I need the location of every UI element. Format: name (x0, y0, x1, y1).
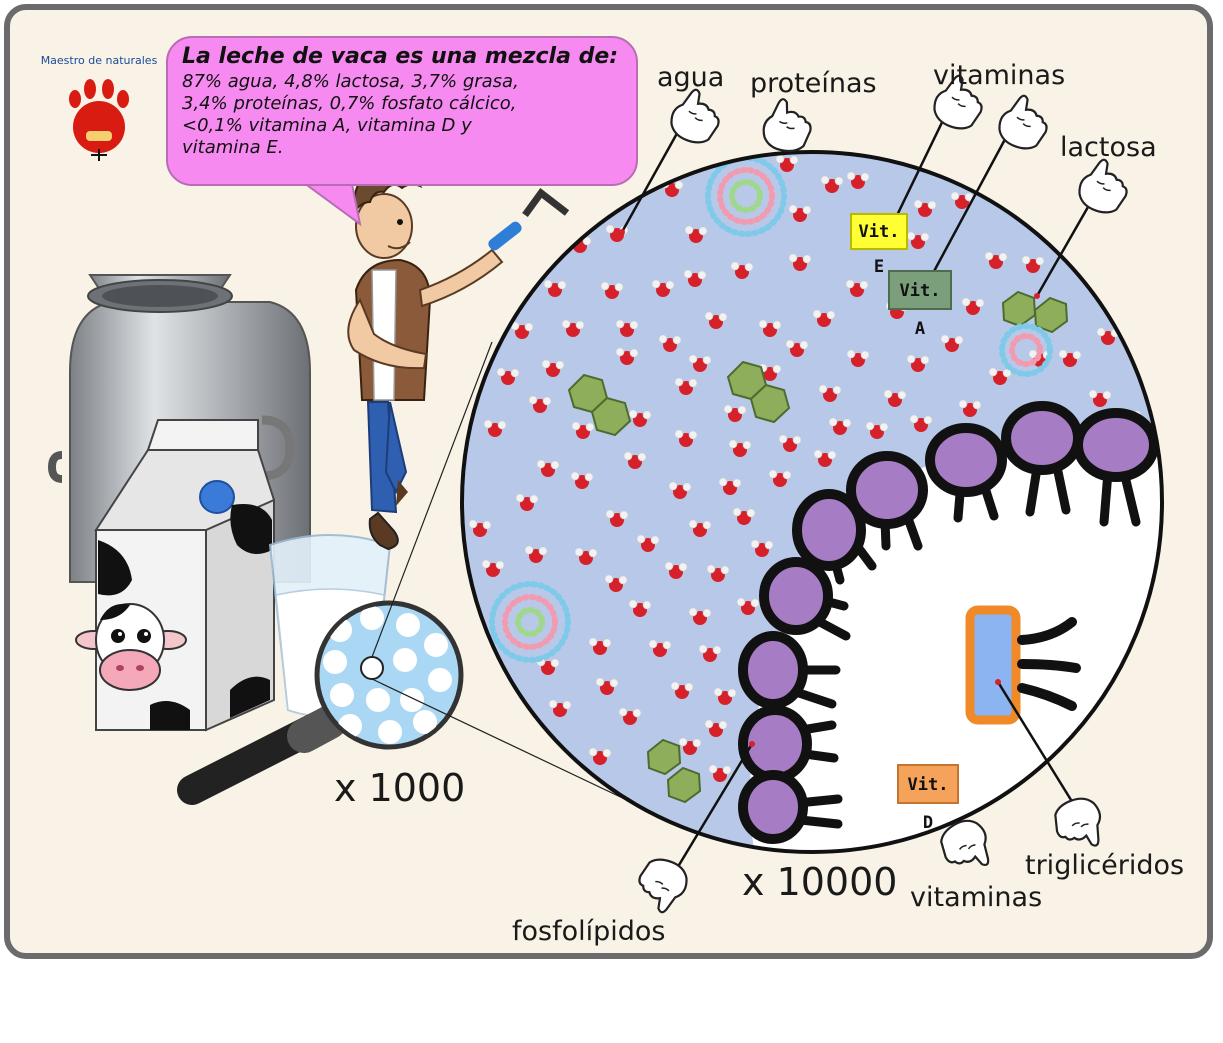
lactose-molecules (567, 290, 1069, 804)
label-proteinas: proteínas (750, 68, 877, 99)
pointer-lines (620, 109, 1094, 871)
boy-character (347, 167, 570, 551)
label-vitaminas-bottom: vitaminas (910, 882, 1043, 913)
phospholipid-layer (738, 401, 1159, 844)
paw-logo-icon (69, 79, 129, 161)
label-vitaminas-top: vitaminas (933, 60, 1066, 91)
magnifier-icon (177, 600, 464, 805)
label-fosfolipidos: fosfolípidos (512, 916, 666, 947)
speech-title: La leche de vaca es una mezcla de: (182, 44, 619, 69)
cow-face-icon (75, 603, 187, 691)
magnification-small: x 1000 (334, 766, 466, 810)
magnification-large: x 10000 (742, 860, 898, 904)
speech-line-4: vitamina E. (182, 137, 284, 158)
vitamin-e-tag: Vit. E (850, 213, 908, 277)
vitamin-d-tag: Vit. D (897, 764, 959, 833)
speech-line-3: <0,1% vitamina A, vitamina D y (182, 115, 472, 136)
vitamin-a-tag: Vit. A (888, 270, 952, 339)
speech-line-1: 87% agua, 4,8% lactosa, 3,7% grasa, (182, 71, 519, 92)
label-lactosa: lactosa (1060, 132, 1157, 163)
magnified-view-circle (460, 150, 1164, 854)
logo-text: Maestro de naturales (40, 54, 158, 67)
label-trigliceridos: triglicéridos (1025, 850, 1185, 881)
label-agua: agua (657, 62, 725, 93)
protein-molecules (489, 155, 1053, 663)
logo: Maestro de naturales (40, 54, 158, 172)
speech-bubble: La leche de vaca es una mezcla de: 87% a… (166, 36, 638, 186)
speech-line-2: 3,4% proteínas, 0,7% fosfato cálcico, (182, 93, 517, 114)
